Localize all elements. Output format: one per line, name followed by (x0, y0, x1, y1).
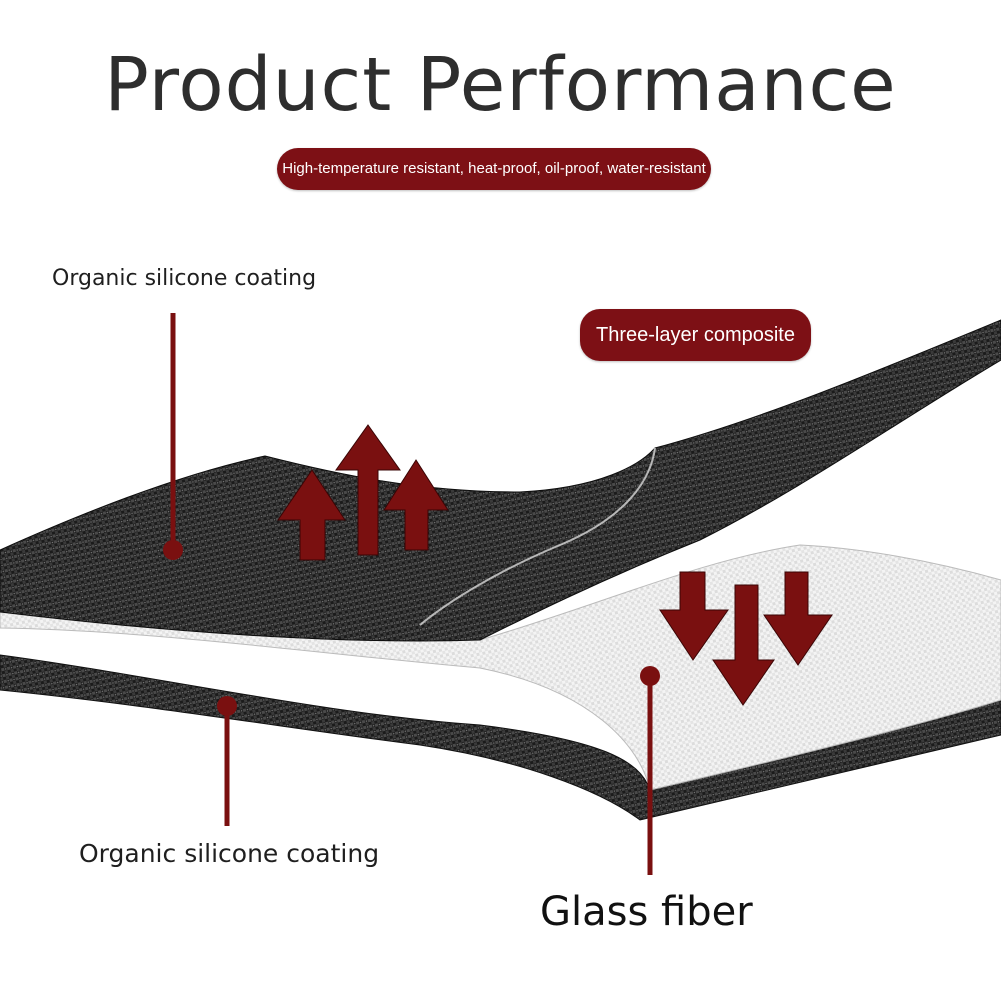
page-title: Product Performance (104, 42, 897, 128)
pointer-dot-icon (163, 313, 660, 875)
layer-edge-highlight (419, 447, 656, 626)
glass-fiber-label: Glass fiber (540, 889, 753, 935)
subtitle-badge: High-temperature resistant, heat-proof, … (277, 148, 711, 190)
top-coating-layer (0, 319, 1001, 642)
arrow-up-icon (277, 424, 449, 561)
bottom-coating-layer (0, 654, 1001, 821)
composite-badge: Three-layer composite (580, 309, 811, 361)
top-coating-label: Organic silicone coating (52, 266, 317, 291)
arrow-down-icon (659, 571, 833, 706)
bottom-coating-label: Organic silicone coating (79, 839, 380, 868)
